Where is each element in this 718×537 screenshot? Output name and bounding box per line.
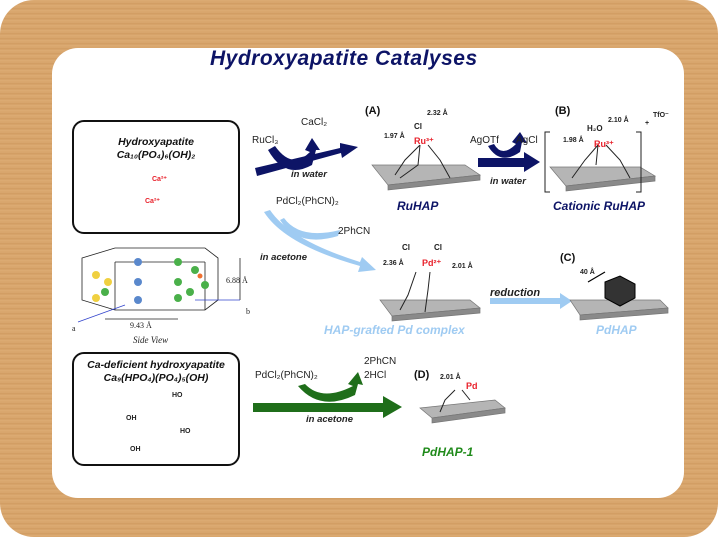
group-oh-2: OH (130, 446, 141, 453)
tag-c: (C) (560, 252, 576, 264)
tag-b: (B) (555, 105, 571, 117)
a-metal: Ru³⁺ (414, 136, 434, 146)
pd-reagent: PdCl₂(PhCN)₂ (276, 196, 339, 207)
slide-title: Hydroxyapatite Catalyses (210, 47, 478, 70)
b-charge: + (645, 120, 650, 127)
b-counterion: TfO⁻ (653, 112, 669, 119)
group-oh-1: OH (126, 415, 137, 422)
pd-ligand-2: Cl (434, 243, 442, 252)
ca-deficient-hap-box: Ca-deficient hydroxyapatite Ca₉(HPO₄)(PO… (72, 352, 240, 466)
crystal-width: 9.43 Å (130, 321, 152, 330)
cdhap-formula: Ca₉(HPO₄)(PO₄)₅(OH) (103, 371, 209, 384)
d-metal: Pd (466, 381, 478, 391)
tag-a: (A) (365, 105, 381, 117)
hap-formula: Ca₁₀(PO₄)₆(OH)₂ (116, 148, 196, 161)
ru-arrow (255, 138, 358, 176)
group-ho-2: HO (180, 428, 191, 435)
b-dist-2: 1.98 Å (563, 137, 584, 144)
pdhap1-label: PdHAP-1 (422, 445, 474, 459)
reduction-condition: reduction (490, 287, 541, 299)
d-dist: 2.01 Å (440, 374, 461, 381)
pd-nanoparticle (604, 275, 636, 307)
pd-condition: in acetone (260, 252, 307, 263)
ru-condition: in water (291, 169, 327, 180)
pd1-arrow (253, 372, 402, 418)
pd-byproduct: 2PhCN (338, 226, 371, 237)
agotf-reagent: AgOTf (470, 135, 499, 146)
axis-a: a (72, 324, 76, 333)
ruhap-label: RuHAP (397, 199, 439, 213)
b-dist-1: 2.10 Å (608, 117, 629, 124)
pd-dist-1: 2.36 Å (383, 260, 404, 267)
a-ligand: Cl (414, 122, 422, 131)
cationic-ruhap-label: Cationic RuHAP (553, 199, 646, 213)
crystal-height: 6.88 Å (226, 276, 248, 285)
a-dist-1: 2.32 Å (427, 110, 448, 117)
cdhap-name: Ca-deficient hydroxyapatite (87, 359, 225, 371)
b-metal: Ru³⁺ (594, 139, 614, 149)
pd-arrow (264, 210, 572, 309)
pdhap-label: PdHAP (596, 323, 637, 337)
hap-grafted-pd-label: HAP-grafted Pd complex (324, 323, 465, 337)
crystal-atoms (92, 258, 209, 304)
pd-metal: Pd²⁺ (422, 258, 442, 268)
axis-b: b (246, 307, 250, 316)
cacl2-byproduct: CaCl₂ (301, 117, 328, 128)
pd-ligand-1: Cl (402, 243, 410, 252)
cationic-arrow (478, 132, 540, 172)
pd1-byproduct-1: 2PhCN (364, 356, 397, 367)
hydroxyapatite-box: Hydroxyapatite Ca₁₀(PO₄)₆(OH)₂ (72, 120, 240, 234)
size-arrow (587, 271, 606, 283)
b-ligand: H₂O (587, 124, 603, 133)
c-size: 40 Å (580, 269, 595, 276)
agcl-byproduct: AgCl (516, 135, 538, 146)
group-ho-1: HO (172, 392, 183, 399)
a-dist-2: 1.97 Å (384, 133, 405, 140)
side-view-caption: Side View (133, 335, 169, 345)
rucl3-reagent: RuCl₃ (252, 135, 279, 146)
cationic-condition: in water (490, 176, 526, 187)
pd-dist-2: 2.01 Å (452, 263, 473, 270)
pd1-condition: in acetone (306, 414, 353, 425)
crystal-structure (77, 247, 241, 323)
ca-ion-1: Ca²⁺ (152, 176, 167, 183)
ca-ion-2: Ca²⁺ (145, 198, 160, 205)
hap-name: Hydroxyapatite (118, 136, 194, 148)
pd1-reagent: PdCl₂(PhCN)₂ (255, 370, 318, 381)
surfaces (371, 164, 669, 424)
pd1-byproduct-2: 2HCl (364, 370, 387, 381)
tag-d: (D) (414, 369, 430, 381)
